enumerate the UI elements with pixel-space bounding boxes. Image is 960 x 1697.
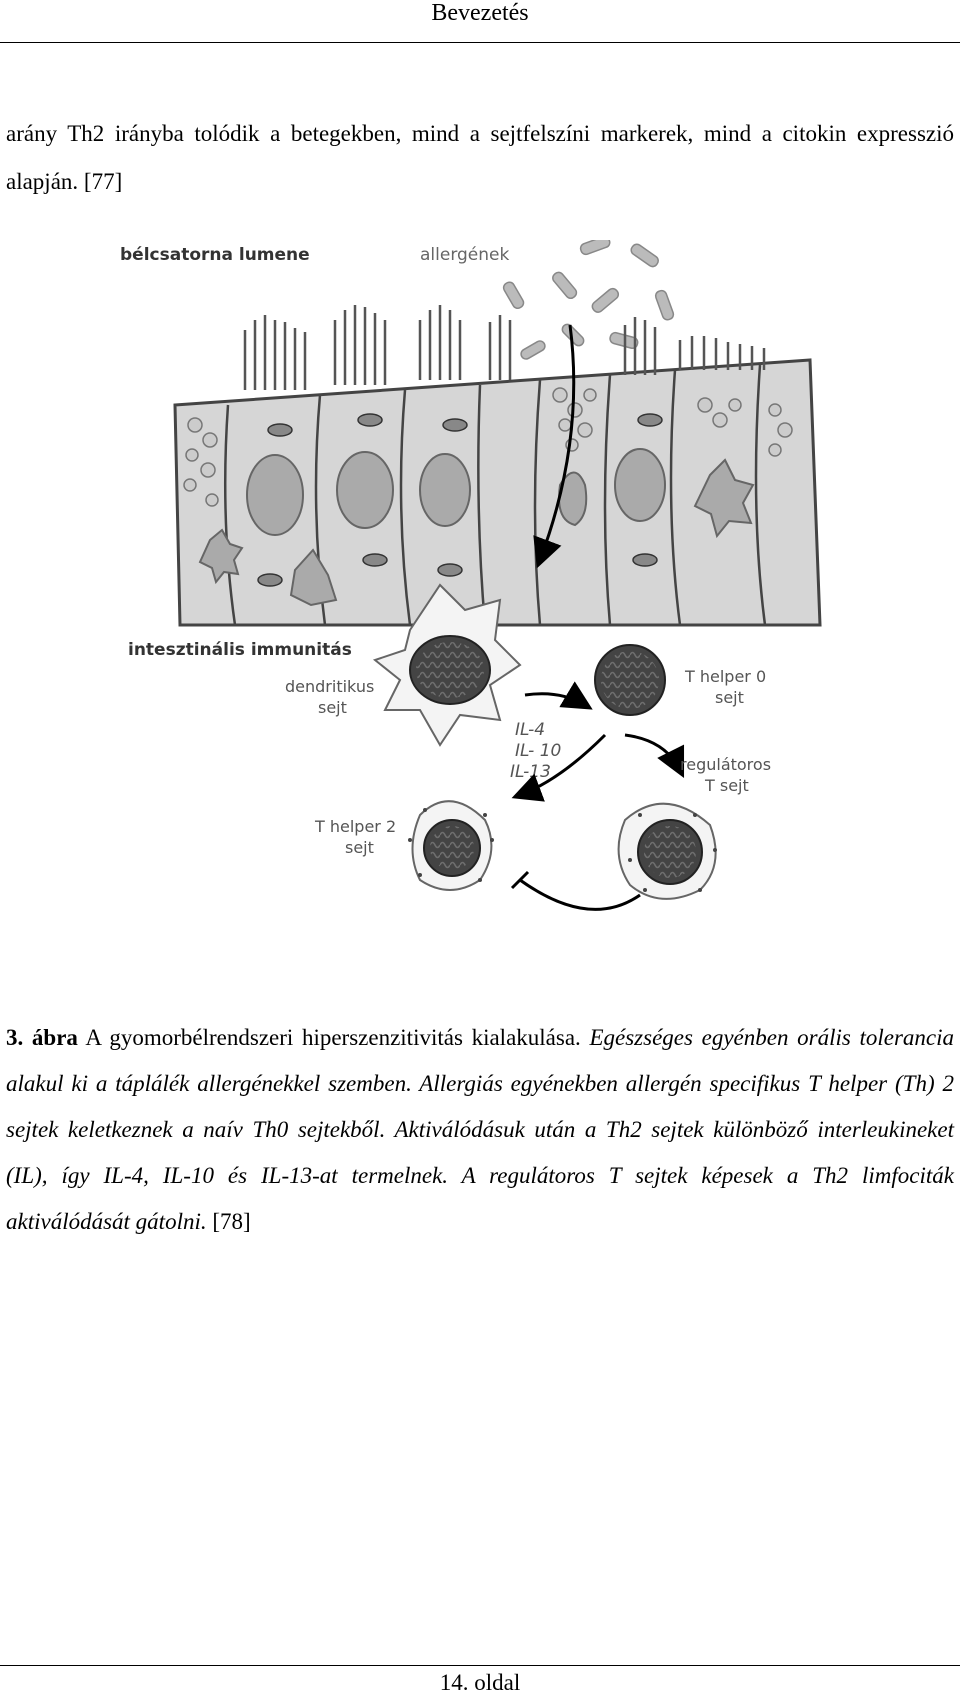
label-immunity: intesztinális immunitás xyxy=(128,640,352,660)
cell-nuclei xyxy=(198,448,755,607)
inhibition-bar xyxy=(510,870,530,890)
dc-to-th0-arrow xyxy=(524,681,593,710)
label-treg-line2: T sejt xyxy=(704,776,749,795)
caption-reference: [78] xyxy=(206,1209,251,1234)
label-dc-line1: dendritikus xyxy=(285,677,374,696)
th2-cell xyxy=(408,800,494,891)
allergen-uptake-arrow xyxy=(533,324,576,569)
page-number: 14. oldal xyxy=(439,1670,521,1695)
caption-body: Egészséges egyénben orális tolerancia al… xyxy=(6,1025,955,1234)
cell-boundaries xyxy=(223,364,767,626)
label-th0-line1: T helper 0 xyxy=(684,667,766,686)
treg-cell xyxy=(617,802,717,900)
epithelium-layer xyxy=(173,358,822,627)
dendritic-cell xyxy=(372,583,522,747)
gut-epithelium-diagram: bélcsatorna lumene allergének xyxy=(120,235,822,911)
cytokine-il13: IL-13 xyxy=(510,762,551,782)
label-allergens: allergének xyxy=(420,245,509,265)
intro-paragraph: arány Th2 irányba tolódik a betegekben, … xyxy=(6,121,954,194)
th0-to-th2-arrow xyxy=(511,733,607,802)
microvilli xyxy=(243,305,766,390)
caption-number: 3. ábra xyxy=(6,1025,78,1050)
label-treg-line1: regulátoros xyxy=(680,755,771,774)
cytokine-il4: IL-4 xyxy=(515,720,545,740)
header-rule xyxy=(0,42,960,43)
caption-title: A gyomorbélrendszeri hiperszenzitivitás … xyxy=(77,1025,590,1050)
cytokine-il10: IL- 10 xyxy=(515,741,561,761)
label-lumen: bélcsatorna lumene xyxy=(120,245,310,265)
page-header: Bevezetés xyxy=(431,0,529,26)
figure-caption: 3. ábra A gyomorbélrendszeri hiperszenzi… xyxy=(6,1015,954,1245)
label-th0-line2: sejt xyxy=(715,688,744,707)
mitochondria xyxy=(257,413,663,587)
label-th2-line1: T helper 2 xyxy=(314,817,396,836)
th0-cell xyxy=(594,644,666,716)
allergen-particles xyxy=(502,235,675,360)
figure-illustration: bélcsatorna lumene allergének xyxy=(120,235,840,970)
treg-inhibits-th2-line xyxy=(519,878,641,911)
th0-to-treg-arrow xyxy=(624,733,685,779)
label-dc-line2: sejt xyxy=(318,698,347,717)
footer-rule xyxy=(0,1665,960,1666)
label-th2-line2: sejt xyxy=(345,838,374,857)
